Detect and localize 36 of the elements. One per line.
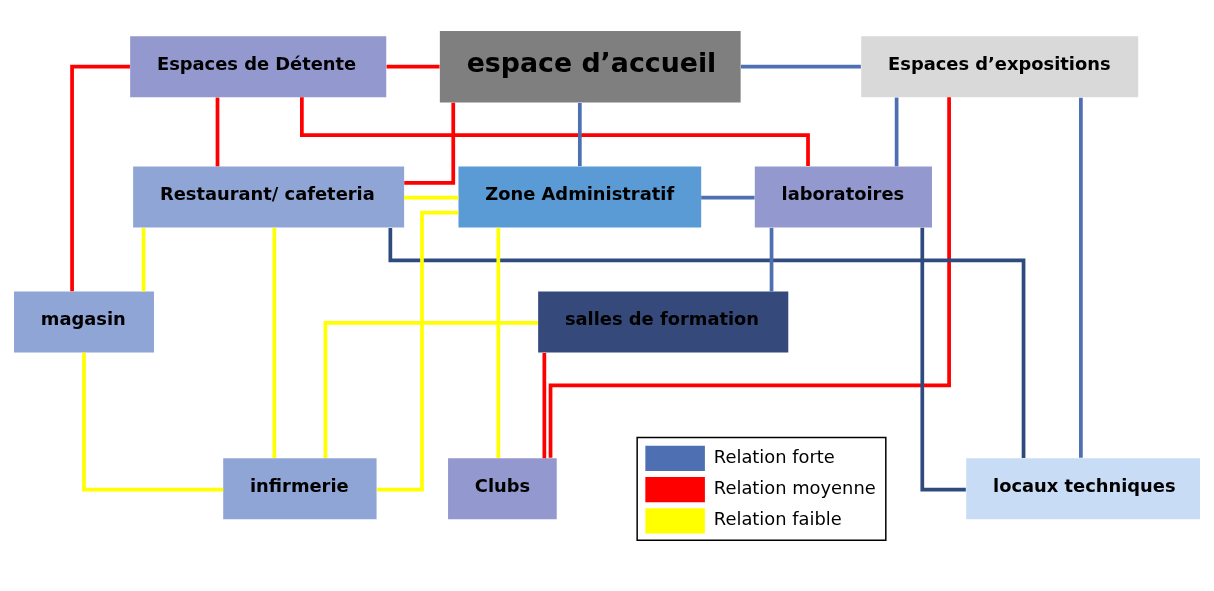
node-box: salles de formation: [538, 291, 789, 353]
connector: [388, 227, 1026, 458]
connector: [215, 97, 220, 166]
connector: [577, 102, 582, 166]
connector: [141, 227, 146, 291]
connector: [1079, 97, 1083, 458]
connector: [542, 352, 547, 458]
connector: [496, 227, 501, 458]
connector: [323, 320, 538, 458]
legend-label: Relation faible: [713, 507, 842, 529]
node-box: infirmerie: [223, 457, 377, 519]
connector: [894, 97, 899, 166]
connector: [386, 64, 440, 69]
node-box: Zone Administratif: [458, 165, 702, 227]
node-box: laboratoires: [754, 165, 932, 227]
node-box: Clubs: [448, 457, 557, 519]
connector: [404, 195, 459, 200]
connector: [272, 227, 277, 458]
node-box: Espaces d’expositions: [861, 35, 1139, 97]
connector: [548, 96, 951, 458]
connector: [769, 227, 774, 291]
connector: [741, 64, 861, 69]
connector: [404, 102, 456, 185]
node-box: magasin: [14, 291, 154, 353]
node-box: Restaurant/ cafeteria: [133, 165, 405, 227]
connector: [300, 96, 810, 166]
legend-label: Relation forte: [713, 445, 835, 467]
node-box: espace d’accueil: [439, 30, 741, 102]
legend-label: Relation moyenne: [713, 476, 876, 498]
connector: [701, 195, 755, 200]
node-box: Espaces de Détente: [130, 35, 387, 97]
connector: [82, 352, 224, 491]
connector: [377, 210, 459, 491]
connector: [70, 64, 130, 291]
node-box: locaux techniques: [966, 457, 1200, 519]
connector: [920, 227, 966, 491]
